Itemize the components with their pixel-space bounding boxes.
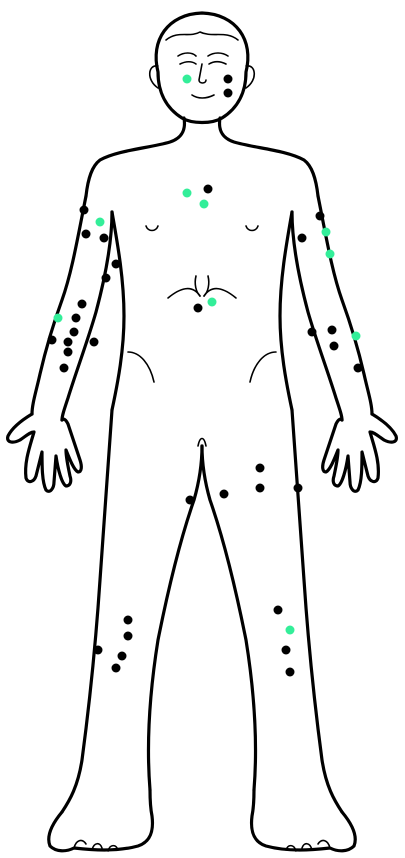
black-marker <box>80 206 89 215</box>
green-marker <box>322 228 331 237</box>
black-marker <box>112 260 121 269</box>
green-marker <box>200 200 209 209</box>
green-marker <box>183 189 192 198</box>
green-marker <box>54 314 63 323</box>
black-marker <box>224 75 233 84</box>
torso <box>86 118 318 410</box>
black-marker <box>286 668 295 677</box>
black-marker <box>294 484 303 493</box>
black-marker <box>112 664 121 673</box>
black-marker <box>274 606 283 615</box>
black-marker <box>94 646 103 655</box>
black-marker <box>48 336 57 345</box>
black-marker <box>100 234 109 243</box>
black-marker <box>282 646 291 655</box>
black-marker <box>330 342 339 351</box>
green-marker <box>208 298 217 307</box>
green-marker <box>326 250 335 259</box>
black-marker <box>308 328 317 337</box>
black-marker <box>256 464 265 473</box>
black-marker <box>220 490 229 499</box>
black-marker <box>124 632 133 641</box>
black-marker <box>224 89 233 98</box>
right-arm <box>292 196 396 491</box>
black-marker <box>72 314 81 323</box>
black-marker <box>64 338 73 347</box>
green-marker <box>352 332 361 341</box>
legs <box>49 410 356 851</box>
green-marker <box>183 75 192 84</box>
black-marker <box>60 364 69 373</box>
black-marker <box>102 274 111 283</box>
black-marker <box>124 616 133 625</box>
green-marker <box>96 218 105 227</box>
black-marker <box>70 328 79 337</box>
black-marker <box>64 348 73 357</box>
black-marker <box>354 364 363 373</box>
black-marker <box>186 496 195 505</box>
black-marker <box>118 652 127 661</box>
black-marker <box>90 338 99 347</box>
black-marker <box>316 212 325 221</box>
black-marker <box>194 304 203 313</box>
black-marker <box>82 230 91 239</box>
black-marker <box>204 185 213 194</box>
black-marker <box>328 326 337 335</box>
head <box>150 13 255 123</box>
black-marker <box>298 234 307 243</box>
black-marker <box>256 484 265 493</box>
black-marker <box>78 300 87 309</box>
green-marker <box>286 626 295 635</box>
